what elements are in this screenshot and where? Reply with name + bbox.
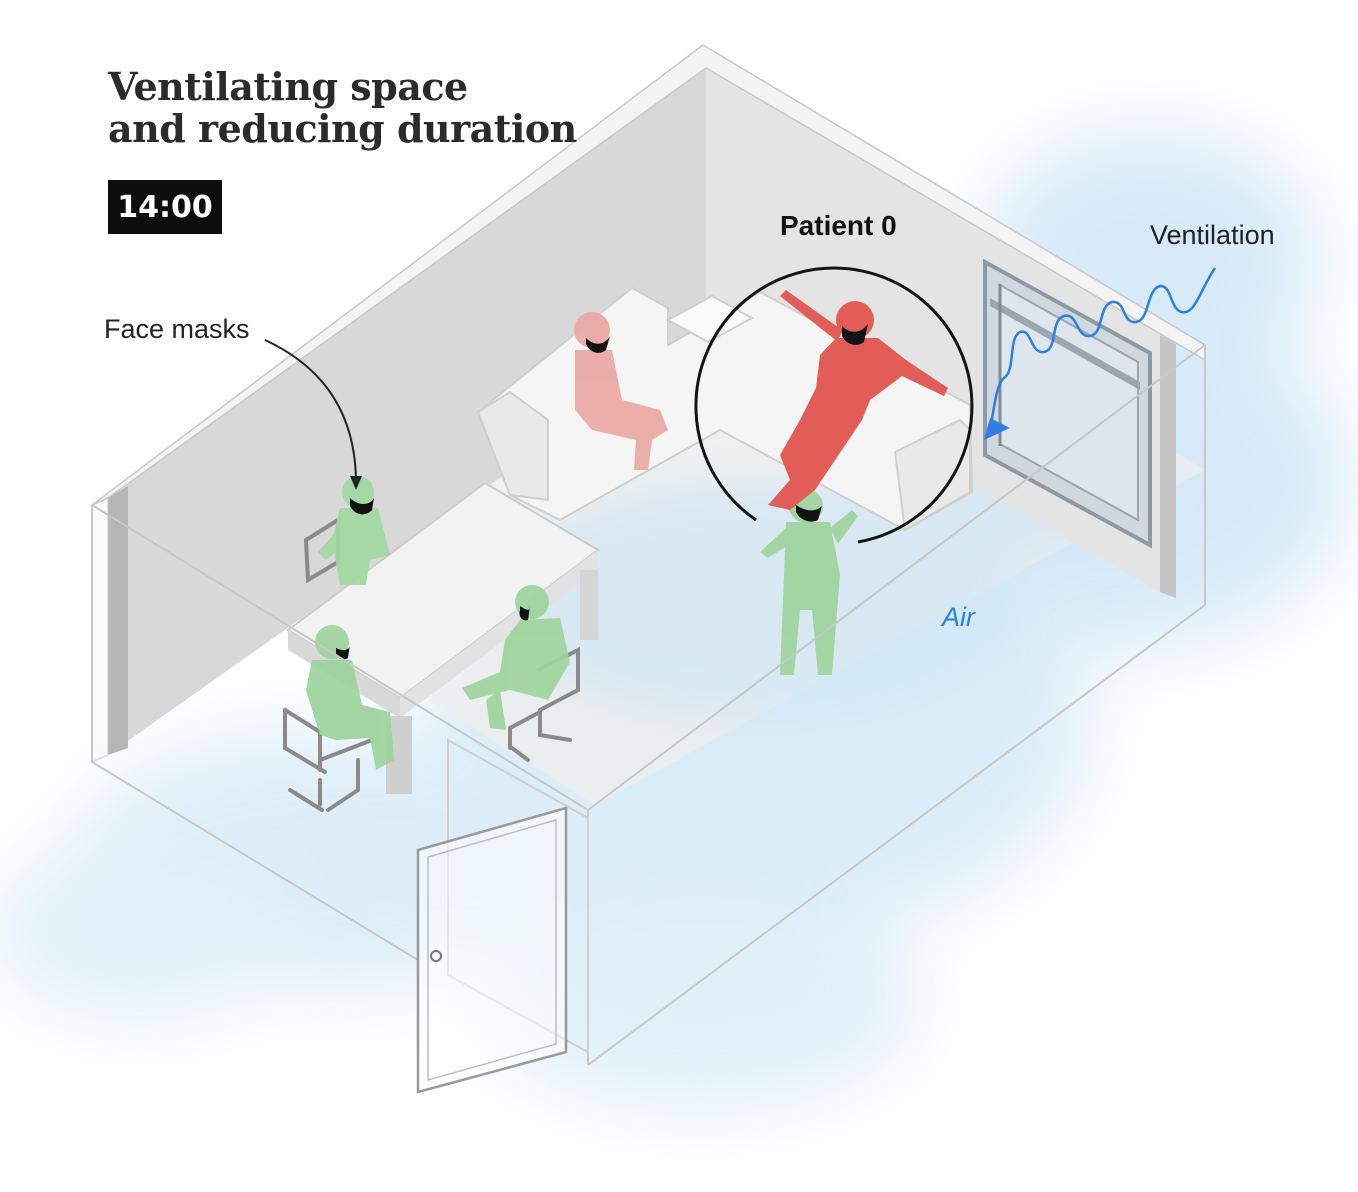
ventilation-wave-arrow	[988, 267, 1217, 431]
face-masks-label: Face masks	[104, 314, 250, 344]
person-masked-4	[760, 489, 858, 675]
chairs	[283, 516, 580, 812]
face-mask-marks	[336, 324, 868, 660]
callout-arrowhead	[350, 476, 362, 490]
ventilation-label: Ventilation	[1150, 220, 1275, 250]
person-exposed	[574, 312, 668, 470]
table	[286, 481, 600, 794]
time-badge: 14:00	[108, 180, 222, 234]
ventilation-arrowhead	[984, 418, 1010, 440]
patient-circle	[694, 266, 974, 544]
air-label: Air	[942, 602, 975, 632]
title-line-2: and reducing duration	[108, 106, 577, 151]
back-left-wall	[108, 68, 706, 755]
title-line-1: Ventilating space	[108, 64, 468, 109]
door	[416, 738, 589, 1094]
patient-zero-label: Patient 0	[780, 210, 897, 241]
front-walls	[91, 344, 1206, 1066]
page-title: Ventilating space and reducing duration	[108, 66, 577, 150]
face-masks-callout-arrow	[264, 339, 357, 481]
